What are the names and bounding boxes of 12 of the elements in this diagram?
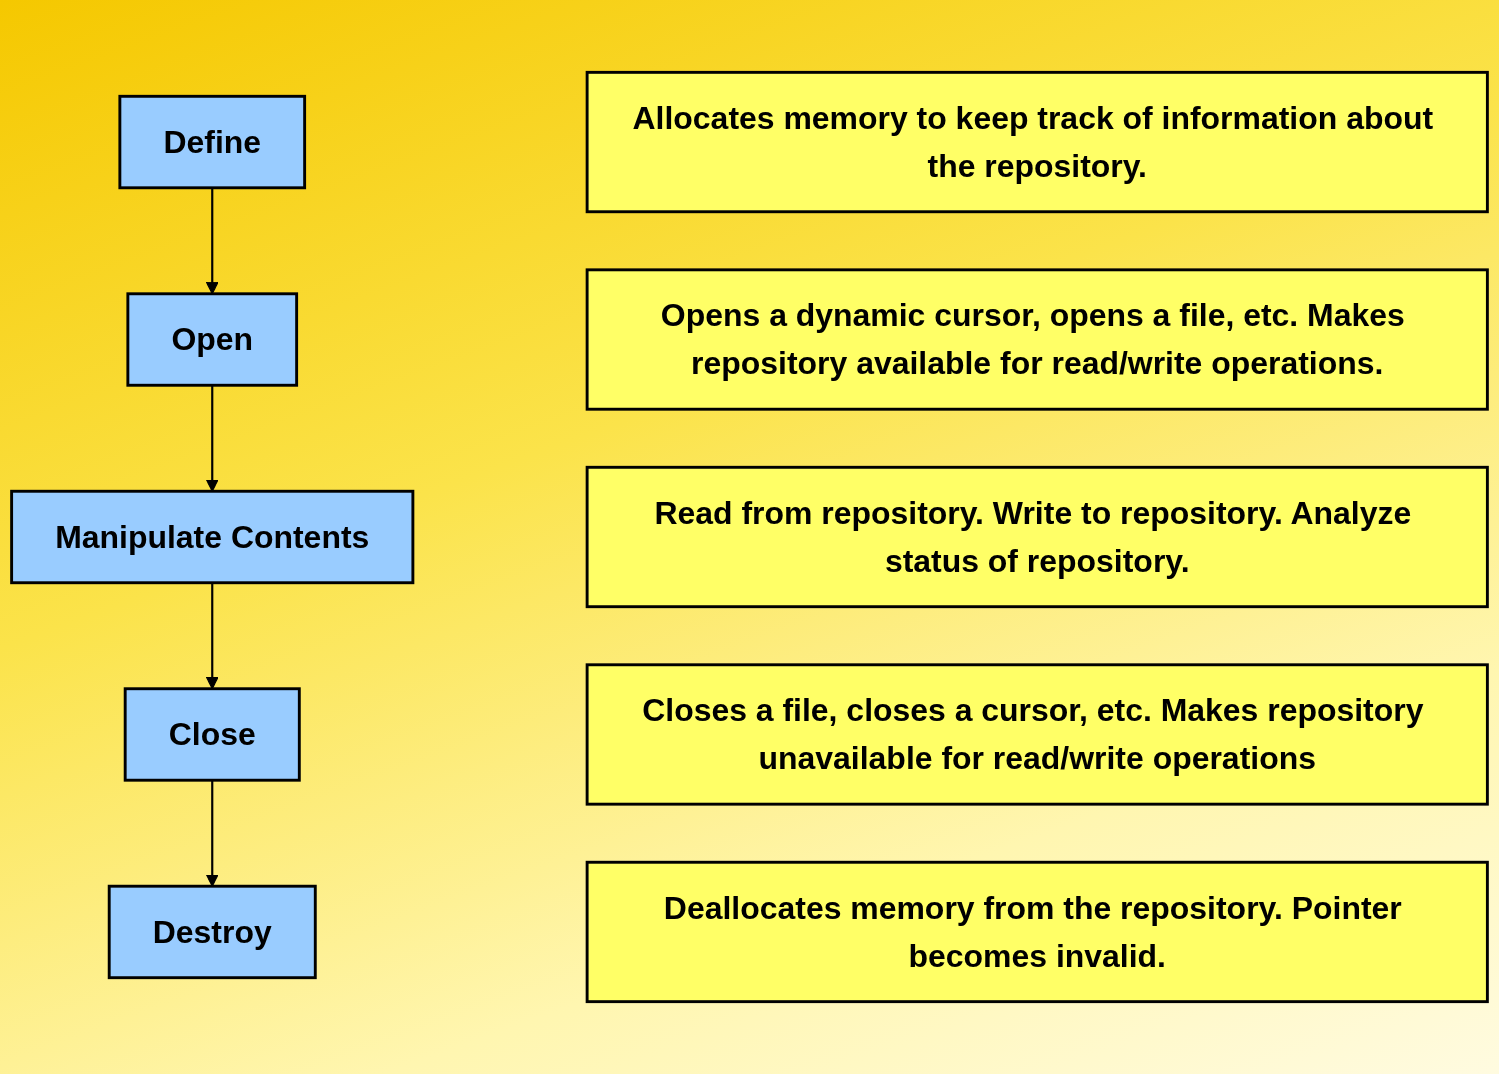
node-box: Allocates memory to keep track of information about the repository. bbox=[585, 70, 1489, 214]
node-box: Closes a file, closes a cursor, etc. Makes repository unavailable for read/write operations bbox=[585, 663, 1489, 806]
arrow bbox=[205, 385, 219, 492]
node-box: Destroy bbox=[107, 884, 317, 980]
arrow bbox=[205, 780, 219, 887]
node-box: Manipulate Contents bbox=[10, 489, 415, 585]
node-box: Open bbox=[126, 292, 299, 387]
node-box: Opens a dynamic cursor, opens a file, etc. Makes repository available for read/write operations. bbox=[585, 268, 1489, 411]
node-box: Close bbox=[123, 687, 301, 782]
node-box: Deallocates memory from the repository. Pointer becomes invalid. bbox=[585, 860, 1489, 1004]
node-box: Read from repository. Write to repository. Analyze status of repository. bbox=[585, 465, 1489, 609]
node-box: Define bbox=[118, 94, 307, 190]
